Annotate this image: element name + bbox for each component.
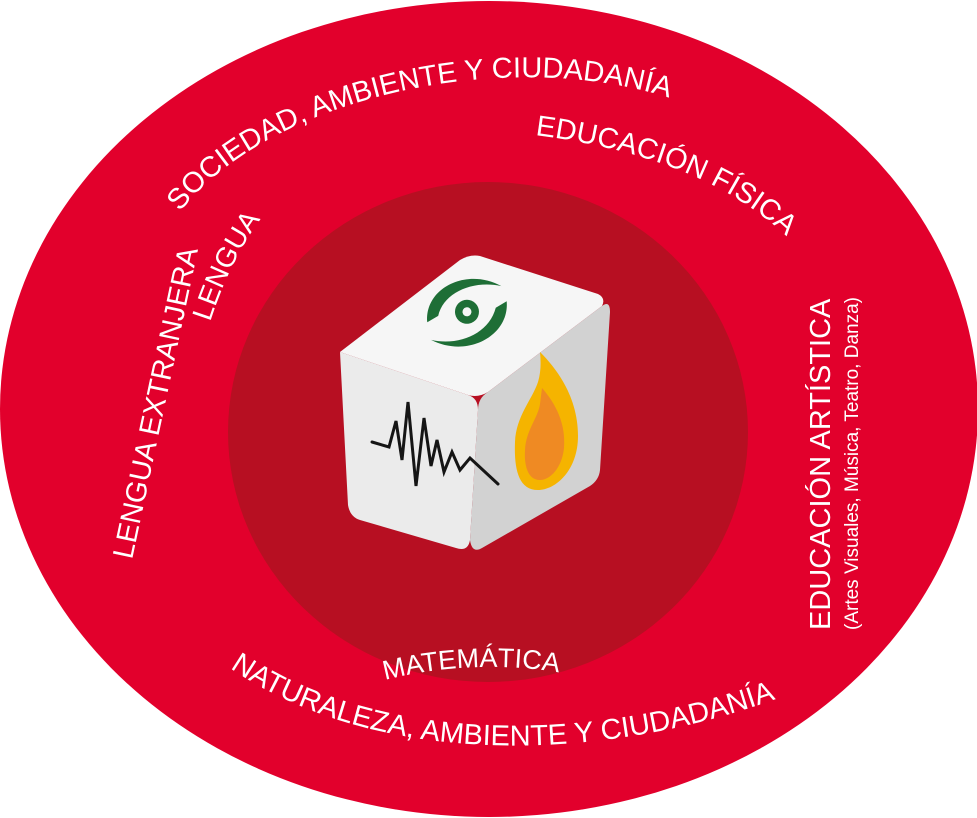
label-educacion-artistica: EDUCACIÓN ARTÍSTICA [804, 298, 837, 630]
seismic-wave-icon [370, 401, 500, 487]
cyclone-icon [427, 278, 507, 347]
cube-top-face [340, 255, 604, 396]
label-educacion-artistica-sub: (Artes Visuales, Música, Teatro, Danza) [842, 297, 863, 630]
fire-icon [514, 352, 578, 490]
risk-cube [340, 255, 610, 550]
cube-left-face [340, 352, 478, 549]
